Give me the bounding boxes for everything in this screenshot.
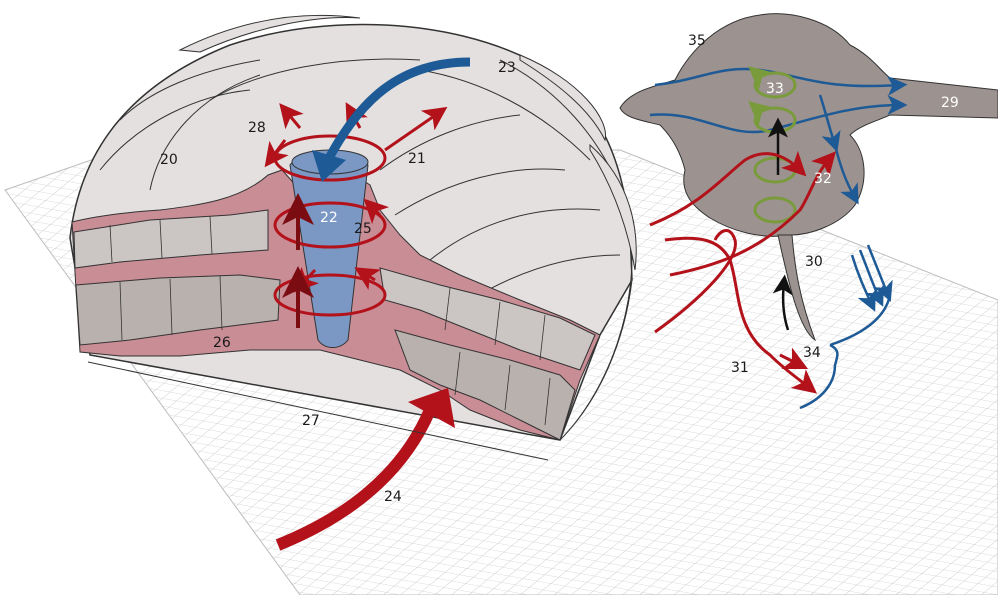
label-29: 29 — [941, 96, 959, 110]
label-34: 34 — [803, 346, 821, 360]
label-33: 33 — [766, 82, 784, 96]
label-30: 30 — [805, 255, 823, 269]
label-24: 24 — [384, 490, 402, 504]
label-23: 23 — [498, 61, 516, 75]
label-35: 35 — [688, 34, 706, 48]
label-26: 26 — [213, 336, 231, 350]
label-28: 28 — [248, 121, 266, 135]
label-21: 21 — [408, 152, 426, 166]
label-32: 32 — [814, 172, 832, 186]
label-20: 20 — [160, 153, 178, 167]
label-27: 27 — [302, 414, 320, 428]
label-22: 22 — [320, 211, 338, 225]
label-25: 25 — [354, 222, 372, 236]
label-31: 31 — [731, 361, 749, 375]
